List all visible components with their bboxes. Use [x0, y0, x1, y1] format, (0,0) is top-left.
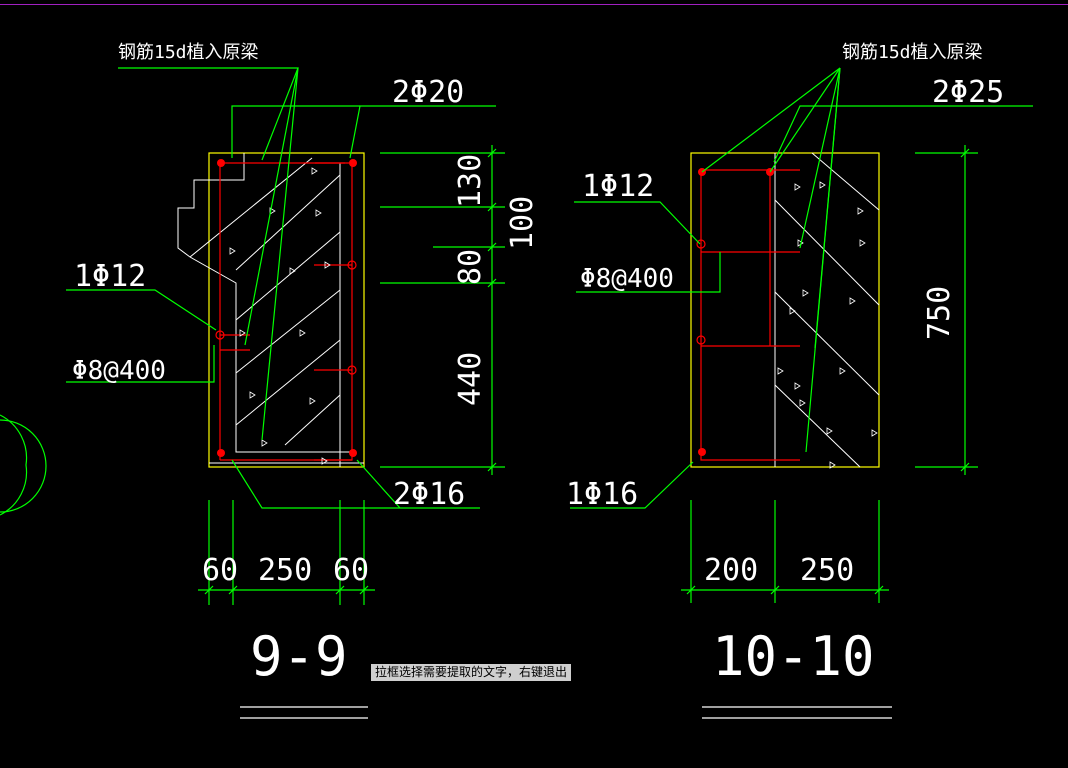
dim-130: 130 — [453, 153, 488, 208]
new-concrete-outline — [177, 153, 350, 453]
top-bar-label-9: 2Φ20 — [392, 75, 465, 110]
dim-60-right: 60 — [333, 553, 370, 588]
section-title-10: 10-10 — [712, 625, 875, 688]
command-tooltip: 拉框选择需要提取的文字，右键退出 — [371, 664, 572, 681]
rebar-dots — [698, 168, 774, 456]
section-9-9 — [66, 67, 505, 719]
hatch-lines — [774, 152, 880, 468]
rebar-dots — [217, 159, 357, 457]
section-title-9: 9-9 — [250, 625, 348, 688]
side-bar-label-9: 1Φ12 — [74, 259, 147, 294]
rebar-note-9: 钢筋15d植入原梁 — [118, 42, 259, 63]
stirrup-label-9: Φ8@400 — [72, 356, 166, 386]
bottom-bar-label-9: 2Φ16 — [393, 477, 466, 512]
beam-outline — [690, 152, 880, 468]
rebar-lines — [700, 169, 800, 461]
side-bar-label-10: 1Φ12 — [582, 169, 655, 204]
leader-lines — [66, 67, 505, 605]
dim-250-9: 250 — [258, 553, 313, 588]
dim-200: 200 — [704, 553, 759, 588]
dim-100: 100 — [505, 195, 540, 250]
dim-80: 80 — [453, 248, 488, 285]
dim-750: 750 — [922, 285, 957, 340]
bottom-bar-label-10: 1Φ16 — [566, 477, 639, 512]
top-bar-label-10: 2Φ25 — [932, 75, 1005, 110]
circle-fragment — [0, 419, 47, 513]
window-top-border — [0, 4, 1068, 5]
dim-440: 440 — [453, 351, 488, 406]
leader-lines — [570, 67, 1033, 603]
rebar-note-10: 钢筋15d植入原梁 — [842, 42, 983, 63]
dim-60-left: 60 — [202, 553, 239, 588]
stirrup-label-10: Φ8@400 — [580, 264, 674, 294]
dim-250-10: 250 — [800, 553, 855, 588]
section-10-10 — [570, 67, 1033, 719]
rebar-lines — [219, 162, 353, 461]
circle-arc — [0, 414, 28, 516]
beam-outline — [208, 152, 365, 468]
hatch-lines — [189, 157, 341, 446]
